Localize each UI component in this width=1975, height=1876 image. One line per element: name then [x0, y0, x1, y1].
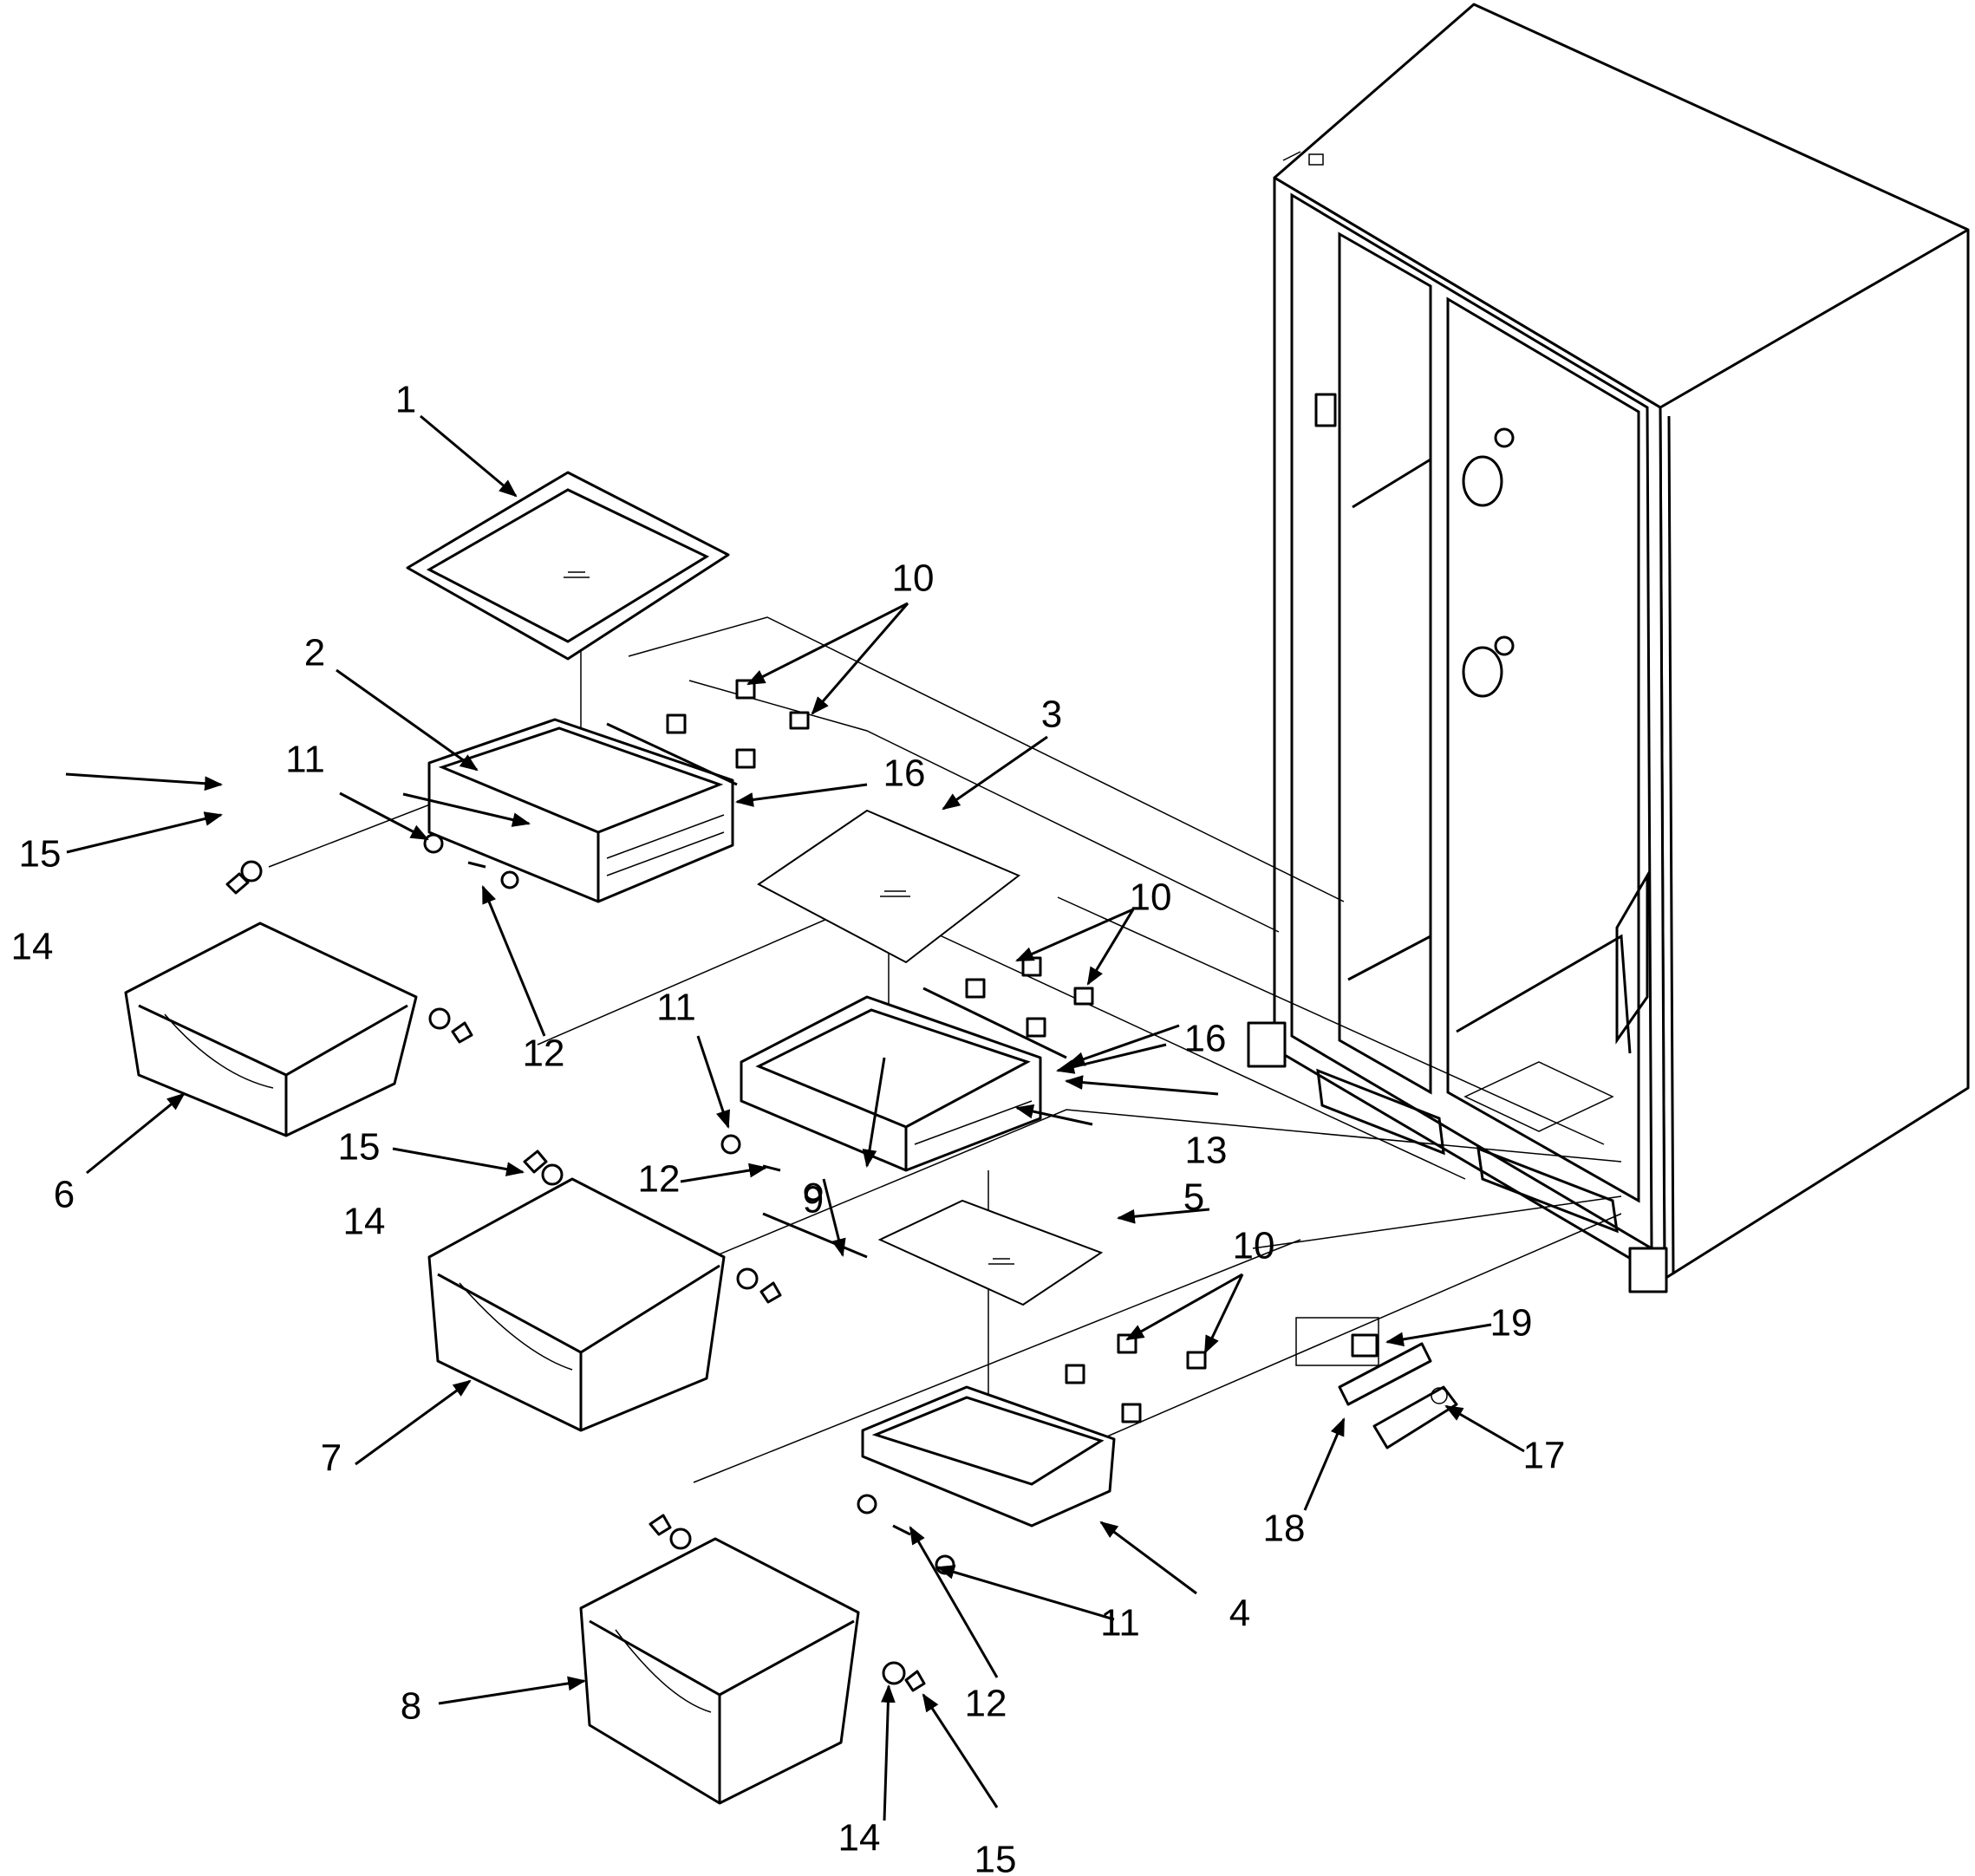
part-1-glass-shelf — [406, 471, 730, 661]
callout-labels: 1 2 3 4 5 6 7 8 9 10 10 10 11 11 11 12 1… — [11, 379, 1566, 1876]
callout-1: 1 — [395, 379, 416, 421]
part-8-crisper-drawer — [579, 1537, 860, 1805]
callout-15-middle: 15 — [338, 1126, 381, 1169]
callout-13: 13 — [1185, 1130, 1228, 1172]
callout-14-top: 14 — [11, 926, 54, 968]
callout-12-bottom: 12 — [965, 1683, 1007, 1725]
part-18-bracket — [1338, 1342, 1432, 1406]
callout-10-bottom: 10 — [1233, 1225, 1275, 1267]
callout-3: 3 — [1041, 694, 1062, 736]
part-3-glass-shelf — [757, 809, 1020, 964]
callout-2: 2 — [304, 632, 325, 674]
part-4-shelf-frame — [861, 1385, 1116, 1528]
callout-11-top: 11 — [285, 739, 325, 781]
callout-15-bottom: 15 — [974, 1839, 1017, 1876]
callout-18: 18 — [1263, 1508, 1306, 1550]
callout-14-bottom: 14 — [838, 1817, 881, 1860]
callout-11-bottom: 11 — [1100, 1602, 1140, 1645]
part-6-crisper-drawer — [124, 922, 418, 1137]
part-9-divider-rod — [762, 1212, 868, 1259]
callout-12-middle: 12 — [638, 1158, 681, 1201]
callout-9: 9 — [803, 1179, 824, 1221]
callout-17: 17 — [1523, 1435, 1566, 1477]
part-7-crisper-drawer — [427, 1177, 726, 1432]
callout-6: 6 — [54, 1174, 75, 1216]
callout-16-top: 16 — [883, 752, 926, 795]
callout-14-middle: 14 — [343, 1201, 386, 1243]
callout-15-top: 15 — [19, 833, 62, 876]
callout-10-top: 10 — [892, 557, 935, 600]
callout-8: 8 — [401, 1685, 421, 1728]
callout-16-middle: 16 — [1184, 1018, 1227, 1060]
callout-11-middle: 11 — [656, 987, 696, 1029]
callout-19: 19 — [1490, 1302, 1533, 1345]
leader-arrows — [65, 414, 1525, 1821]
part-17-hinge-bracket — [1372, 1385, 1458, 1449]
part-13-shelf-frame — [740, 995, 1042, 1172]
part-19-pad — [1351, 1333, 1379, 1358]
part-2-shelf-frame — [427, 718, 734, 903]
refrigerator-cabinet — [1247, 3, 1970, 1293]
callout-5: 5 — [1183, 1176, 1204, 1219]
callout-12-top: 12 — [523, 1032, 565, 1075]
callout-4: 4 — [1229, 1593, 1250, 1635]
callout-10-middle: 10 — [1130, 876, 1172, 919]
part-5-glass-shelf — [877, 1199, 1104, 1306]
callout-7: 7 — [321, 1437, 342, 1480]
